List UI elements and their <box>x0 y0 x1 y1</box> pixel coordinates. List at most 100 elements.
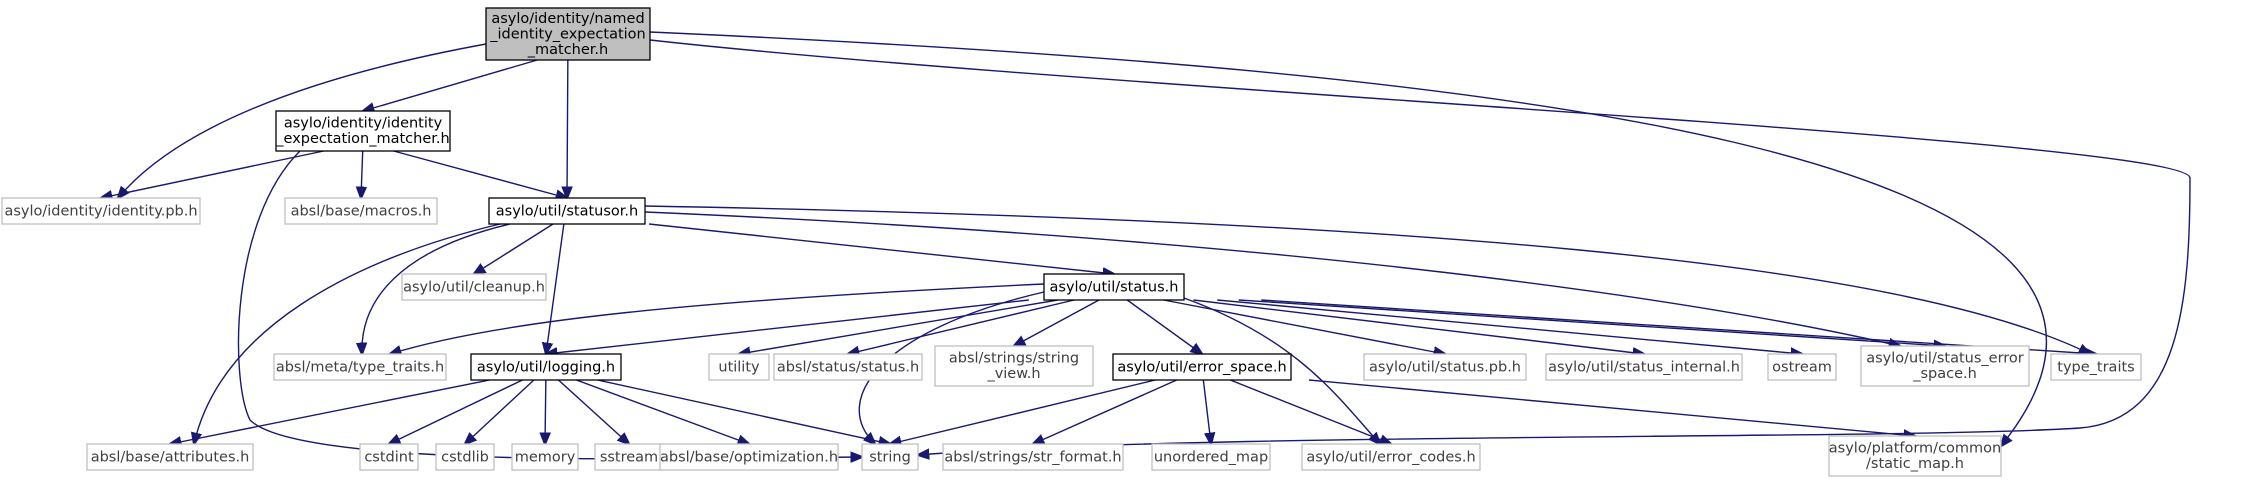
edge-statusor-to-type_traits <box>644 205 2090 354</box>
node-status_error_space: asylo/util/status_error_space.h <box>1860 345 2030 387</box>
edge-identity_expectation-to-absl_macros <box>361 150 363 198</box>
edge-status-to-error_space <box>1126 299 1202 354</box>
node-box <box>1767 353 1837 381</box>
node-label: asylo/util/status.pb.h <box>1369 359 1521 375</box>
node-type_traits_h: absl/meta/type_traits.h <box>273 353 447 381</box>
node-box <box>359 443 419 471</box>
node-absl_macros: absl/base/macros.h <box>284 197 438 225</box>
node-label: asylo/util/statusor.h <box>496 203 638 219</box>
node-label: absl/status/status.h <box>777 359 919 375</box>
edge-identity_expectation-to-string <box>237 150 862 459</box>
edge-logging-to-attributes <box>170 379 490 444</box>
node-box <box>1860 345 2030 387</box>
node-attributes: absl/base/attributes.h <box>86 443 254 471</box>
edge-root-to-identity_pb <box>118 43 487 198</box>
edge-status-to-string_view <box>1014 299 1100 346</box>
node-box <box>435 443 495 471</box>
edge-identity_expectation-to-statusor <box>393 150 567 198</box>
node-box <box>470 353 622 381</box>
node-label: asylo/identity/named <box>491 11 644 27</box>
node-label: cstdint <box>364 449 414 465</box>
node-box <box>273 353 447 381</box>
edge-statusor-to-logging <box>546 223 565 354</box>
node-box <box>1043 273 1185 301</box>
node-label: asylo/util/status.h <box>1050 279 1179 295</box>
node-label: absl/base/attributes.h <box>91 449 250 465</box>
edges-layer <box>101 31 2191 459</box>
node-label: asylo/util/error_space.h <box>1117 359 1286 375</box>
node-label: _expectation_matcher.h <box>275 131 449 147</box>
node-box <box>2050 353 2142 381</box>
node-label: _space.h <box>1912 366 1977 382</box>
nodes-layer: asylo/identity/named_identity_expectatio… <box>1 7 2142 477</box>
edge-logging-to-cstdlib <box>465 379 535 444</box>
edge-status-to-error_codes <box>1183 297 1380 444</box>
node-label: asylo/util/status_error <box>1866 351 2024 367</box>
node-box <box>284 197 438 225</box>
node-box <box>86 443 254 471</box>
node-label: sstream <box>600 449 658 465</box>
node-identity_expectation[interactable]: asylo/identity/identity_expectation_matc… <box>275 110 451 152</box>
node-label: memory <box>515 449 576 465</box>
node-box <box>659 443 839 471</box>
node-utility: utility <box>708 353 770 381</box>
edge-error_space-to-str_format <box>1033 379 1177 444</box>
node-optimization: absl/base/optimization.h <box>659 443 839 471</box>
node-box <box>485 7 651 61</box>
node-label: asylo/identity/identity.pb.h <box>4 203 197 219</box>
node-box <box>275 110 451 152</box>
edge-statusor-to-type_traits_h <box>362 223 511 354</box>
node-label: asylo/util/logging.h <box>477 359 615 375</box>
edge-status-to-status_internal <box>1193 299 1645 354</box>
node-error_space[interactable]: asylo/util/error_space.h <box>1112 353 1292 381</box>
node-absl_status: absl/status/status.h <box>773 353 923 381</box>
node-label: asylo/util/status_internal.h <box>1548 359 1740 375</box>
node-label: asylo/util/cleanup.h <box>403 279 545 295</box>
node-box <box>1828 435 2002 477</box>
node-label: asylo/util/error_codes.h <box>1306 449 1475 465</box>
node-string_view: absl/strings/string_view.h <box>934 345 1094 387</box>
node-box <box>861 443 919 471</box>
node-box <box>488 197 646 225</box>
node-label: /static_map.h <box>1866 456 1964 472</box>
node-box <box>401 273 547 301</box>
node-status_pb: asylo/util/status.pb.h <box>1363 353 1527 381</box>
node-label: absl/strings/str_format.h <box>944 449 1121 465</box>
node-sstream: sstream <box>594 443 664 471</box>
node-status[interactable]: asylo/util/status.h <box>1043 273 1185 301</box>
node-label: ostream <box>1772 359 1832 375</box>
edge-status-to-type_traits <box>1261 299 2096 354</box>
edge-error_space-to-static_map <box>1308 379 1915 436</box>
edge-logging-to-optimization <box>576 379 749 444</box>
node-statusor[interactable]: asylo/util/statusor.h <box>488 197 646 225</box>
node-box <box>1545 353 1743 381</box>
node-cleanup: asylo/util/cleanup.h <box>401 273 547 301</box>
node-memory: memory <box>511 443 579 471</box>
edge-logging-to-sstream <box>557 379 629 444</box>
edge-status-to-type_traits_h <box>390 283 1045 354</box>
node-box <box>1301 443 1481 471</box>
node-box <box>1363 353 1527 381</box>
node-box <box>773 353 923 381</box>
node-root[interactable]: asylo/identity/named_identity_expectatio… <box>485 7 651 61</box>
edge-root-to-identity_expectation <box>363 59 538 111</box>
node-ostream: ostream <box>1767 353 1837 381</box>
node-label: asylo/identity/identity <box>284 116 443 132</box>
node-label: type_traits <box>2057 359 2134 375</box>
node-box <box>511 443 579 471</box>
node-cstdlib: cstdlib <box>435 443 495 471</box>
edge-error_space-to-error_codes <box>1230 379 1391 444</box>
edge-statusor-to-cleanup <box>474 223 554 274</box>
node-label: cstdlib <box>441 449 489 465</box>
node-string: string <box>861 443 919 471</box>
edge-statusor-to-attributes <box>194 223 501 444</box>
edge-root-to-statusor <box>567 59 568 198</box>
node-box <box>934 345 1094 387</box>
edge-root-to-string <box>649 39 2191 455</box>
node-label: absl/meta/type_traits.h <box>276 359 444 375</box>
node-str_format: absl/strings/str_format.h <box>942 443 1124 471</box>
node-logging[interactable]: asylo/util/logging.h <box>470 353 622 381</box>
node-label: _identity_expectation <box>489 26 646 42</box>
node-status_internal: asylo/util/status_internal.h <box>1545 353 1743 381</box>
